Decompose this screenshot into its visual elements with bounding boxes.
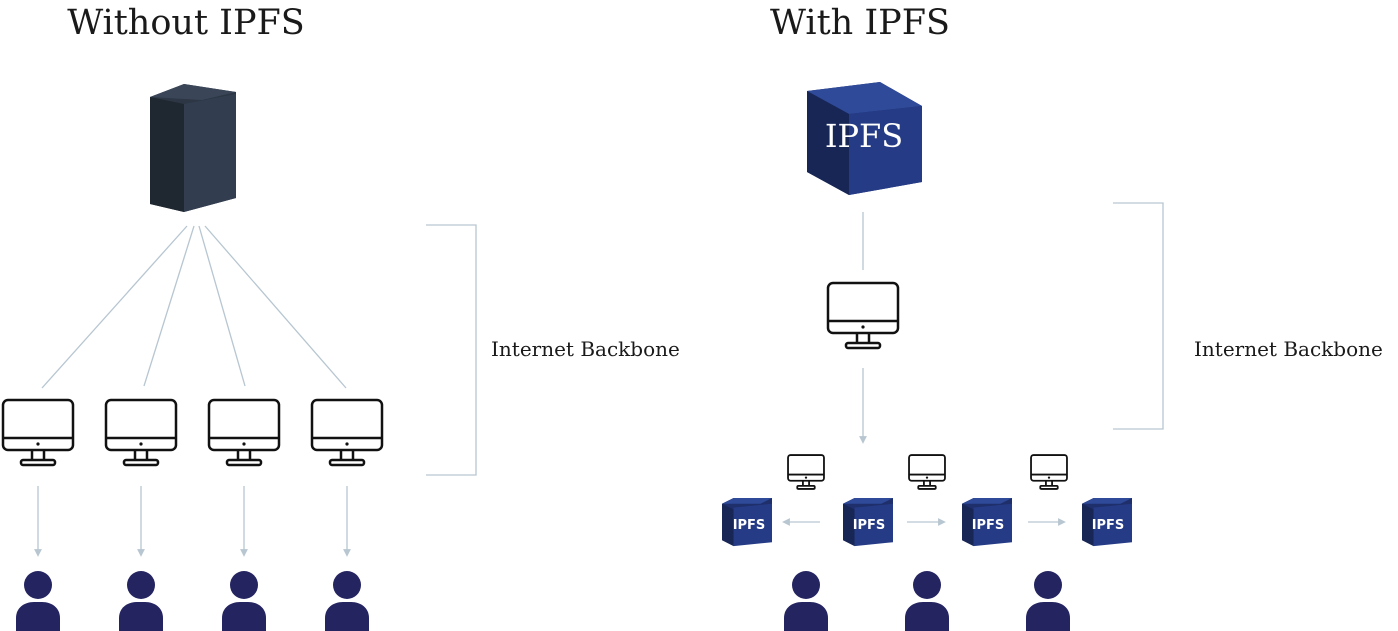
left-panel: Without IPFS (1, 3, 680, 631)
gateway-monitor-icon (826, 281, 900, 350)
ipfs-node-icon: IPFS (843, 498, 893, 547)
backbone-bracket (426, 224, 477, 476)
peer-monitor-icon (787, 454, 825, 490)
ipfs-node-label: IPFS (1092, 518, 1125, 533)
ipfs-node-label: IPFS (972, 518, 1005, 533)
backbone-label: Internet Backbone (1194, 337, 1383, 361)
client-monitor-icon (104, 398, 178, 467)
right-panel: With IPFS IPFS IPFS IPFS IPFS (722, 3, 1383, 631)
peer-monitor-icon (908, 454, 946, 490)
server-connections (41, 225, 347, 389)
ipfs-main-node-icon: IPFS (807, 82, 922, 195)
client-to-user-arrows (34, 486, 351, 557)
user-icon (325, 571, 369, 631)
ipfs-node-label: IPFS (733, 518, 766, 533)
ipfs-main-node-label: IPFS (825, 117, 903, 155)
ipfs-node-icon: IPFS (722, 498, 772, 547)
left-panel-title: Without IPFS (67, 3, 305, 43)
user-icon (119, 571, 163, 631)
user-icon (222, 571, 266, 631)
right-panel-title: With IPFS (770, 3, 950, 43)
user-icon (905, 571, 949, 631)
peer-monitor-icon (1030, 454, 1068, 490)
ipfs-node-icon: IPFS (1082, 498, 1132, 547)
server-tower-icon (150, 84, 236, 212)
ipfs-node-label: IPFS (853, 518, 886, 533)
client-monitor-icon (1, 398, 75, 467)
user-icon (784, 571, 828, 631)
backbone-label: Internet Backbone (491, 337, 680, 361)
ipfs-node-icon: IPFS (962, 498, 1012, 547)
backbone-bracket (1113, 202, 1164, 430)
client-monitor-icon (207, 398, 281, 467)
user-icon (1026, 571, 1070, 631)
user-icon (16, 571, 60, 631)
client-monitor-icon (310, 398, 384, 467)
